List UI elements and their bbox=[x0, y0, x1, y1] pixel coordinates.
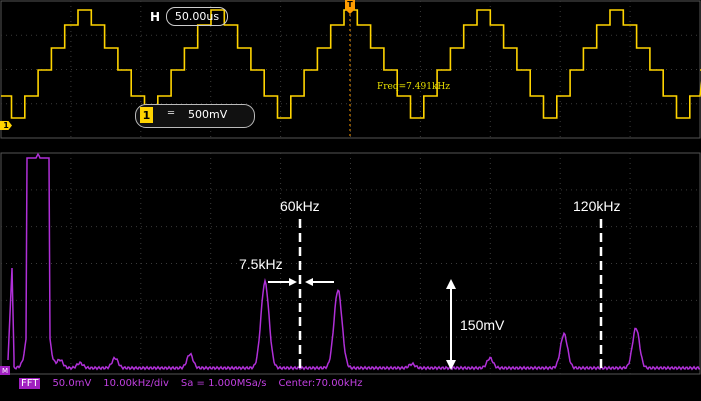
annotation-60khz: 60kHz bbox=[280, 198, 320, 214]
fft-status-bar: FFT 50.0mV 10.00kHz/div Sa = 1.000MSa/s … bbox=[0, 375, 701, 391]
annotation-120khz: 120kHz bbox=[573, 198, 621, 214]
amplitude-arrowhead-top bbox=[446, 279, 456, 289]
dc-coupling-icon: ═ bbox=[168, 108, 175, 119]
fft-spectrum bbox=[7, 152, 701, 371]
fft-vertical-scale: 50.0mV bbox=[52, 377, 92, 389]
amplitude-arrowhead-bottom bbox=[446, 360, 456, 370]
annotation-amplitude: 150mV bbox=[460, 317, 505, 333]
annotation-spacing: 7.5kHz bbox=[239, 256, 283, 272]
ch1-scale-box[interactable] bbox=[135, 104, 255, 128]
fft-tag[interactable]: FFT bbox=[19, 377, 41, 389]
fft-center: Center:70.00kHz bbox=[278, 377, 363, 389]
sample-rate: Sa = 1.000MSa/s bbox=[180, 377, 267, 389]
fft-offset-marker[interactable]: M bbox=[0, 366, 10, 375]
ch1-waveform bbox=[1, 9, 701, 119]
trigger-position-marker[interactable]: T bbox=[345, 0, 355, 14]
spacing-arrowhead-left bbox=[289, 278, 297, 286]
ch1-scale-value: 500mV bbox=[188, 108, 228, 121]
ch1-badge[interactable]: 1 bbox=[140, 107, 153, 123]
freq-measurement: Freq=7.491kHz bbox=[377, 82, 450, 92]
fft-grid bbox=[1, 153, 700, 374]
timebase-value[interactable]: 50.00us bbox=[166, 7, 228, 26]
spacing-arrowhead-right bbox=[305, 278, 313, 286]
ch1-offset-marker[interactable]: 1 bbox=[0, 121, 12, 130]
fft-horizontal-scale: 10.00kHz/div bbox=[103, 377, 169, 389]
timebase-label: H bbox=[150, 10, 161, 24]
